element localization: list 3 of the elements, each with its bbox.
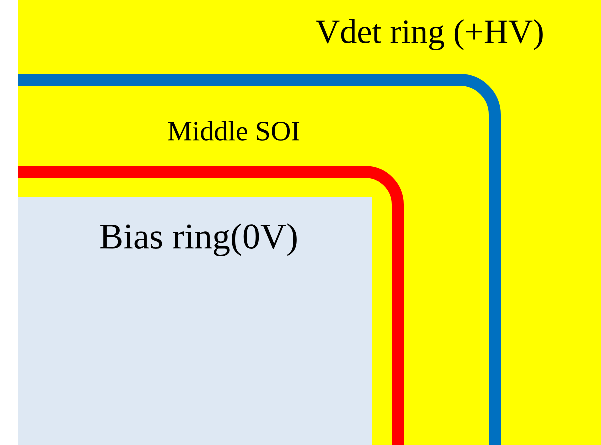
region-label: Middle SOI xyxy=(168,121,300,141)
region-label: Bias ring(0V) xyxy=(100,224,297,256)
region-label: Vdet ring (+HV) xyxy=(316,20,543,50)
